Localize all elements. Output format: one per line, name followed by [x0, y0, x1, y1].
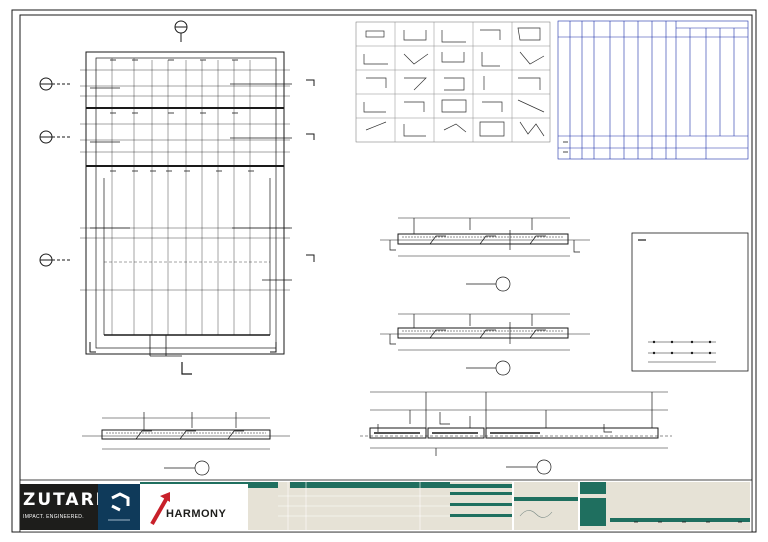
section-d	[360, 391, 672, 475]
signature-mark	[519, 510, 553, 518]
section-marker-icon	[39, 20, 315, 267]
section-b	[380, 313, 590, 376]
section-a	[380, 217, 590, 292]
bending-schedule-grid	[355, 21, 551, 143]
firm-tagline: IMPACT. ENGINEERED.	[23, 514, 84, 520]
zutari-logo: ZUTARI IMPACT. ENGINEERED.	[20, 484, 102, 530]
section-c	[82, 412, 290, 476]
firm-name: ZUTARI	[23, 490, 104, 510]
harmony-arrow-icon	[150, 492, 170, 525]
harmony-logo: HARMONY	[140, 484, 248, 530]
notes-box	[631, 232, 749, 372]
bar-schedule-table	[557, 20, 749, 160]
client-logo-icon	[98, 484, 140, 530]
project-logo-text: HARMONY	[166, 508, 227, 520]
plan-view	[80, 51, 292, 375]
